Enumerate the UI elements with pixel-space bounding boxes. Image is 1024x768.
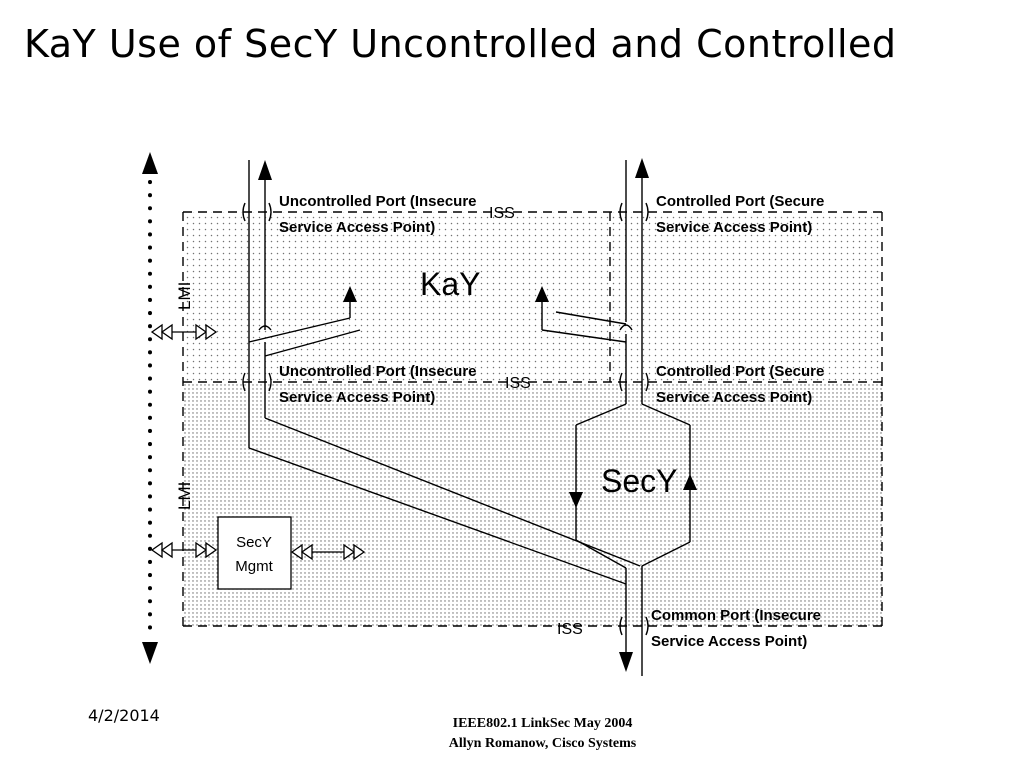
- footer-credits: IEEE802.1 LinkSec May 2004 Allyn Romanow…: [400, 714, 685, 754]
- common-port-label-2: Service Access Point): [651, 633, 807, 650]
- footer-line-1: IEEE802.1 LinkSec May 2004: [452, 716, 633, 731]
- secy-layer-region: [183, 382, 882, 626]
- slide-title: KaY Use of SecY Uncontrolled and Control…: [24, 22, 897, 66]
- common-port-label-1: Common Port (Insecure: [651, 607, 821, 624]
- lmi-arrows: [150, 323, 366, 561]
- secy-mgmt-label-2: Mgmt: [235, 558, 273, 575]
- bottom-iss-label: ISS: [557, 621, 583, 638]
- kay-uncontrolled-port-label-1: Uncontrolled Port (Insecure: [279, 193, 477, 210]
- management-axis: [142, 152, 158, 664]
- secy-mgmt-box: [217, 516, 292, 590]
- uncontrolled-port-path: [242, 160, 641, 585]
- axis-arrow-up-icon: [142, 152, 158, 174]
- kay-lmi-label: LMI: [175, 282, 194, 310]
- kay-iss-label: ISS: [489, 205, 515, 222]
- controlled-port-path: [535, 158, 697, 569]
- secy-mgmt-label-1: SecY: [236, 534, 272, 551]
- secy-controlled-port-label-1: Controlled Port (Secure: [656, 363, 824, 380]
- secy-uncontrolled-port-label-2: Service Access Point): [279, 389, 435, 406]
- kay-layer-region: [183, 212, 882, 382]
- kay-controlled-port-label-1: Controlled Port (Secure: [656, 193, 824, 210]
- secy-lmi-label: LMI: [175, 482, 194, 510]
- kay-controlled-port-label-2: Service Access Point): [656, 219, 812, 236]
- axis-arrow-down-icon: [142, 642, 158, 664]
- secy-label: SecY: [601, 463, 677, 499]
- kay-uncontrolled-port-label-2: Service Access Point): [279, 219, 435, 236]
- common-port-path: [619, 566, 649, 676]
- secy-controlled-port-label-2: Service Access Point): [656, 389, 812, 406]
- secy-iss-label: ISS: [505, 375, 531, 392]
- iss-boundaries: [182, 211, 883, 627]
- slide-date: 4/2/2014: [88, 706, 160, 725]
- kay-label: KaY: [420, 266, 480, 302]
- secy-uncontrolled-port-label-1: Uncontrolled Port (Insecure: [279, 363, 477, 380]
- footer-line-2: Allyn Romanow, Cisco Systems: [448, 736, 637, 751]
